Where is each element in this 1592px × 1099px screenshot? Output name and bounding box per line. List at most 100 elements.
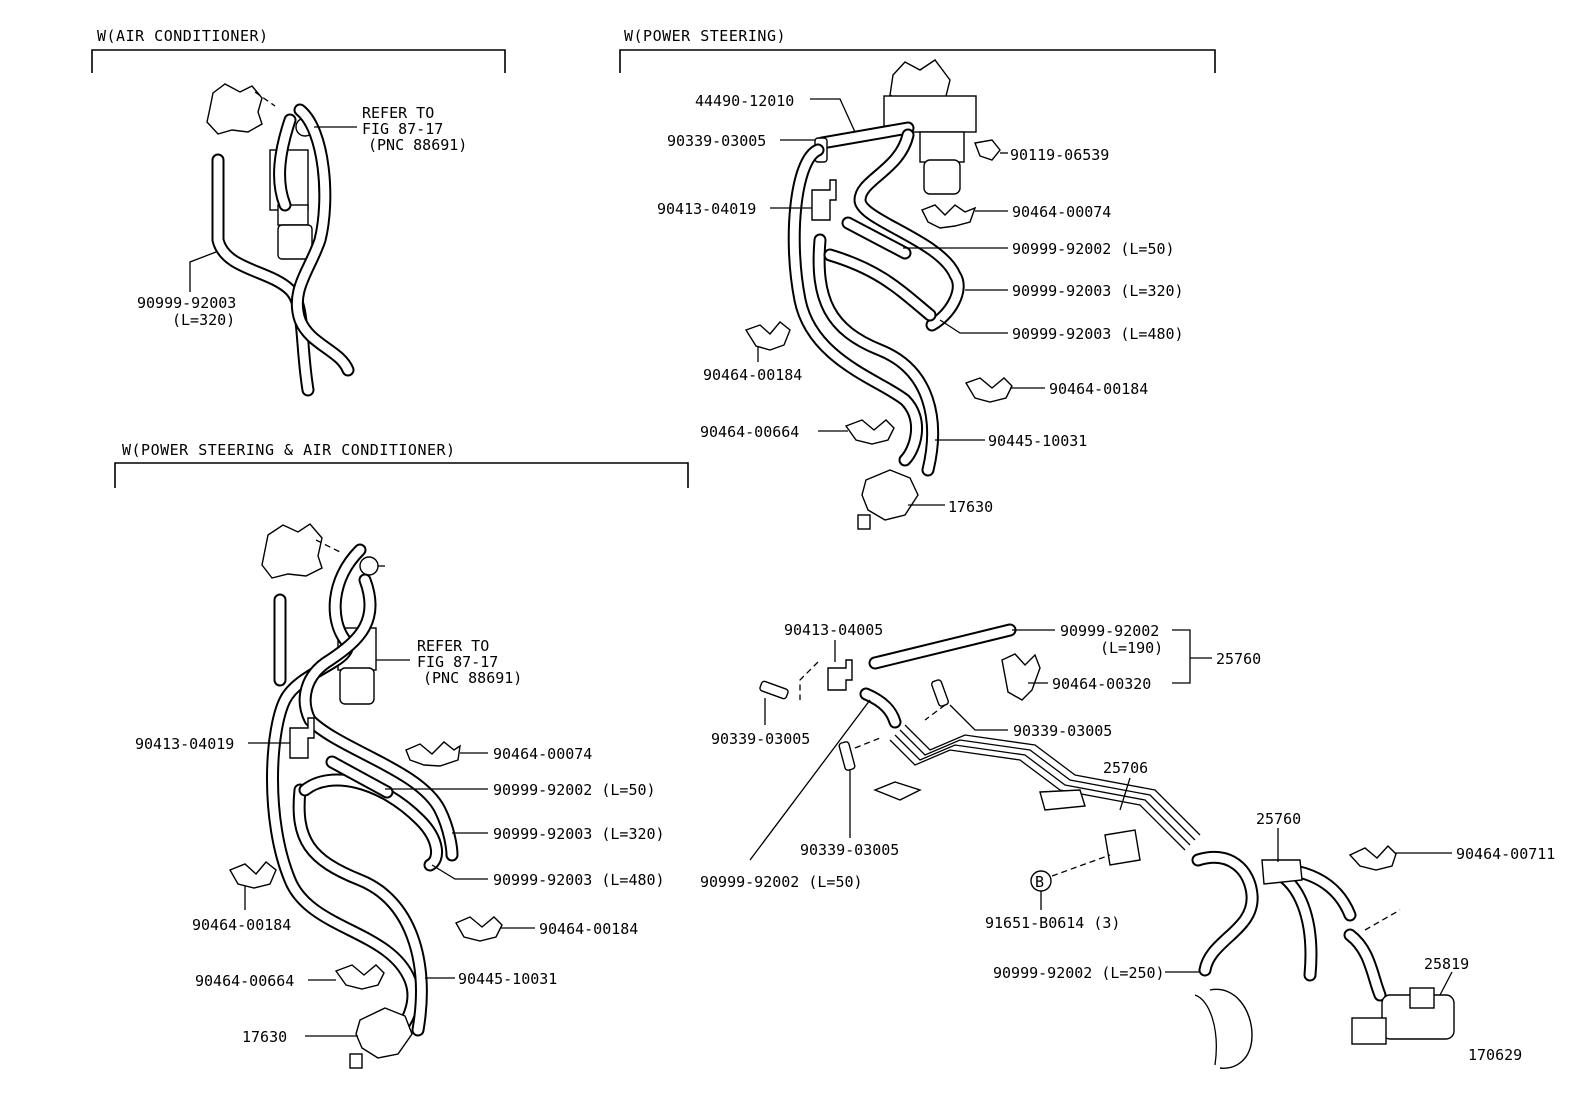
part-label-hose-long: 90445-10031 [988, 432, 1087, 450]
valve-17630-icon [355, 1007, 413, 1059]
clamp-00184-left-icon [228, 861, 277, 889]
section-bracket [91, 49, 506, 73]
actuator-canister [923, 159, 961, 195]
dash-leader [315, 539, 341, 553]
actuator-nipple [359, 556, 379, 576]
actuator-canister [277, 224, 313, 260]
canister-edge [1194, 994, 1217, 1066]
plug-a-icon [759, 680, 789, 700]
tee-icon [811, 179, 837, 221]
bolt-icon [974, 139, 1001, 161]
part-label-hose-480: 90999-92003 (L=480) [493, 871, 665, 889]
dash-tee [799, 661, 819, 700]
pipe-assy-line2 [894, 734, 1191, 846]
part-label-bolt: 91651-B0614 (3) [985, 914, 1120, 932]
figure-number: 170629 [1468, 1046, 1522, 1064]
valve-stem [857, 514, 871, 530]
dash-plug-b [924, 704, 946, 721]
section-bracket [619, 49, 1216, 73]
refer-label-line1: REFER TO [417, 637, 489, 655]
leader-hose-480 [939, 319, 1008, 334]
bracket-assy [1172, 629, 1191, 684]
section-lower-right: B [700, 621, 1555, 1069]
part-label-hose-320: 90999-92003 (L=320) [493, 825, 665, 843]
part-label-clamp-lower: 90464-00664 [700, 423, 799, 441]
section-air-conditioner: W(AIR CONDITIONER) REFER TO FIG 87-17 (P… [91, 27, 506, 397]
hose-joint [1261, 859, 1303, 885]
actuator-canister [339, 667, 375, 705]
clamp-00074-icon [405, 741, 461, 767]
part-label-tee: 90413-04005 [784, 621, 883, 639]
leader-vsv [1439, 971, 1453, 996]
part-label-plug: 90339-03005 [667, 132, 766, 150]
clamp-00320-icon [1001, 653, 1041, 701]
part-label-clamp-320: 90464-00320 [1052, 675, 1151, 693]
leader-hose-50 [749, 699, 871, 861]
refer-label-line2: FIG 87-17 [417, 653, 498, 671]
pipe-assy-line3 [899, 729, 1196, 841]
part-label-hose-50: 90999-92002 (L=50) [1012, 240, 1175, 258]
clamp-00074-icon [921, 204, 977, 229]
refer-label-line1: REFER TO [362, 104, 434, 122]
section-title-air-conditioner: W(AIR CONDITIONER) [97, 27, 269, 45]
part-label-hose-long: 90445-10031 [458, 970, 557, 988]
leader-plug-b [949, 704, 1008, 731]
part-label-assy: 25760 [1216, 650, 1261, 668]
part-label-hose-190: 90999-92002 [1060, 622, 1159, 640]
part-label-pipe: 44490-12010 [695, 92, 794, 110]
dash-leader [254, 91, 276, 107]
clamp-00184-right-icon [964, 377, 1013, 403]
bracket-left [873, 781, 922, 801]
dash-bolt [1051, 854, 1111, 877]
part-label-clamp-top: 90464-00074 [1012, 203, 1111, 221]
part-label-hose-190-len: (L=190) [1100, 639, 1163, 657]
leader-hose-480 [431, 864, 488, 880]
section-power-steering: W(POWER STEERING) [619, 27, 1216, 530]
leader-hose [189, 251, 217, 292]
dash-vsv [1364, 909, 1401, 931]
tee-04005-icon [827, 659, 853, 691]
part-label-vsv: 25819 [1424, 955, 1469, 973]
refer-label-line2: FIG 87-17 [362, 120, 443, 138]
canister-outline [1209, 988, 1253, 1069]
leader-pipe [810, 98, 856, 133]
leader-pipe-assy [1119, 777, 1131, 811]
part-label-tee: 90413-04019 [657, 200, 756, 218]
tee-icon [289, 717, 315, 759]
part-label-clamp-lower: 90464-00664 [195, 972, 294, 990]
part-label-hose-50: 90999-92002 (L=50) [493, 781, 656, 799]
refer-label-line3: (PNC 88691) [423, 669, 522, 687]
part-label-plug-a: 90339-03005 [711, 730, 810, 748]
actuator-body [919, 131, 965, 163]
part-label-tee: 90413-04019 [135, 735, 234, 753]
valve-17630-icon [861, 469, 919, 521]
refer-label-line3: (PNC 88691) [368, 136, 467, 154]
part-label-hose: 90999-92003 [137, 294, 236, 312]
part-label-valve: 17630 [948, 498, 993, 516]
plug-b-icon [931, 679, 949, 707]
clamp-00664-icon [334, 964, 385, 990]
part-label-hose-250: 90999-92002 (L=250) [993, 964, 1165, 982]
part-label-clamp-right: 90464-00184 [1049, 380, 1148, 398]
part-label-valve: 17630 [242, 1028, 287, 1046]
clamp-00711-icon [1348, 844, 1397, 871]
section-ps-ac: W(POWER STEERING & AIR CONDITIONER) [114, 441, 689, 1069]
part-label-hose-50: 90999-92002 (L=50) [700, 873, 863, 891]
bolt-marker-letter: B [1035, 873, 1044, 891]
hose-320 [298, 573, 459, 862]
part-label-clamp-left: 90464-00184 [192, 916, 291, 934]
clamp-00184-right-icon [455, 916, 503, 942]
clamp-00664-icon [844, 419, 895, 445]
section-title-power-steering: W(POWER STEERING) [624, 27, 786, 45]
reservoir-outline [261, 523, 323, 579]
part-label-pipe-assy: 25706 [1103, 759, 1148, 777]
part-label-clamp-right: 90464-00184 [539, 920, 638, 938]
part-label-hose-320: 90999-92003 (L=320) [1012, 282, 1184, 300]
valve-stem [349, 1053, 363, 1069]
part-label-clamp-left: 90464-00184 [703, 366, 802, 384]
part-label-bolt: 90119-06539 [1010, 146, 1109, 164]
reservoir-outline [206, 83, 263, 135]
part-label-hose-length: (L=320) [172, 311, 235, 329]
part-label-clamp-top: 90464-00074 [493, 745, 592, 763]
